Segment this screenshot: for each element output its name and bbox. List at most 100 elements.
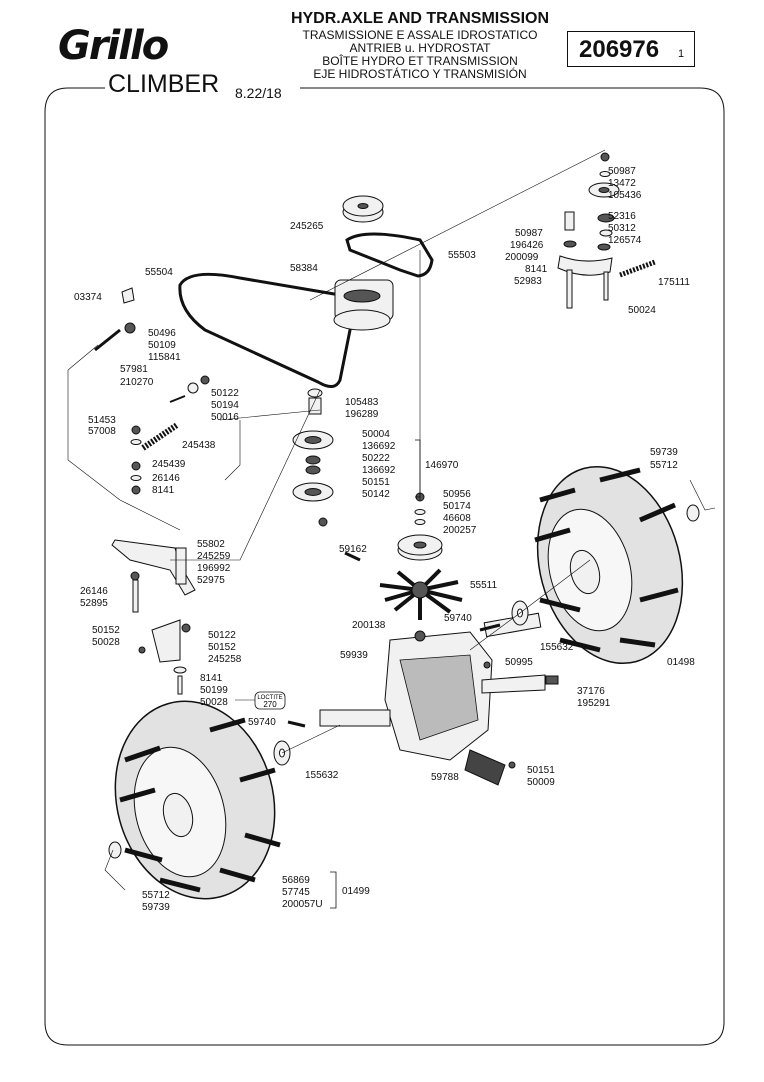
part-number-label: 59739	[142, 902, 170, 913]
revision-date: 8.22/18	[235, 85, 282, 101]
part-number-label: 200257	[443, 525, 477, 536]
part-number-label: 146970	[425, 460, 459, 471]
part-number-label: 59739	[650, 447, 678, 458]
part-number-label: 52895	[80, 598, 108, 609]
part-number-label: 59939	[340, 650, 368, 661]
part-number-label: 55511	[470, 580, 498, 591]
part-number-label: 57008	[88, 426, 116, 437]
part-number-label: 55503	[448, 250, 476, 261]
part-number-label: 50152	[92, 625, 120, 636]
part-number-label: 155632	[540, 642, 574, 653]
engine-pulley	[342, 195, 384, 223]
part-number-label: 46608	[443, 513, 471, 524]
part-number-label: 245438	[182, 440, 216, 451]
part-number-label: 26146	[152, 473, 180, 484]
transmission-housing	[319, 612, 559, 786]
tensioner-pulley-stack	[292, 388, 334, 527]
part-number-label: 52316	[608, 211, 636, 222]
part-number-label: 8141	[152, 485, 175, 496]
part-number-label: 245265	[290, 221, 324, 232]
diagram-title: HYDR.AXLE AND TRANSMISSION	[290, 10, 550, 27]
part-number-label: 155632	[305, 770, 339, 781]
part-number-label: 59740	[444, 613, 472, 624]
part-number-label: 50142	[362, 489, 390, 500]
part-number-label: 50174	[443, 501, 471, 512]
code-box	[567, 31, 695, 67]
part-number-label: 55712	[142, 890, 170, 901]
diagram-code: 206976	[579, 36, 660, 63]
part-number-label: 50312	[608, 223, 636, 234]
part-number-label: 50152	[208, 642, 236, 653]
part-number-label: 50151	[527, 765, 555, 776]
part-number-label: 51453	[88, 415, 116, 426]
part-number-label: 59740	[248, 717, 276, 728]
part-number-label: 56869	[282, 875, 310, 886]
subtitle-es: EJE HIDROSTÁTICO Y TRANSMISIÓN	[313, 67, 527, 81]
part-number-label: 126574	[608, 235, 642, 246]
part-number-label: 50024	[628, 305, 656, 316]
part-number-label: 50028	[92, 637, 120, 648]
part-number-label: 52983	[514, 276, 542, 287]
part-number-label: 50151	[362, 477, 390, 488]
part-number-label: 50496	[148, 328, 176, 339]
part-number-label: 50004	[362, 429, 390, 440]
part-number-labels: 5098713472105436523165031212657450987196…	[74, 166, 695, 913]
part-number-label: 50222	[362, 453, 390, 464]
brand-logo: Grillo	[58, 23, 169, 69]
part-number-label: 8141	[525, 264, 548, 275]
part-number-label: 200057U	[282, 899, 323, 910]
part-number-label: 136692	[362, 441, 396, 452]
model-name: CLIMBER	[108, 70, 220, 98]
part-number-label: 200138	[352, 620, 386, 631]
part-number-label: 196992	[197, 563, 231, 574]
part-number-label: 210270	[120, 377, 154, 388]
part-number-label: 03374	[74, 292, 102, 303]
part-number-label: 58384	[290, 263, 318, 274]
subtitle-it: TRASMISSIONE E ASSALE IDROSTATICO	[302, 28, 538, 42]
part-number-label: 50016	[211, 412, 239, 423]
part-number-label: 50987	[515, 228, 543, 239]
part-number-label: 200099	[505, 252, 539, 263]
part-number-label: 57745	[282, 887, 310, 898]
part-number-label: 59788	[431, 772, 459, 783]
part-number-label: 57981	[120, 364, 148, 375]
part-number-label: 115841	[148, 352, 181, 363]
part-number-label: 01498	[667, 657, 695, 668]
part-number-label: 37176	[577, 686, 605, 697]
part-number-label: 245259	[197, 551, 231, 562]
loctite-label: LOCTITE	[257, 695, 282, 701]
part-number-label: 245258	[208, 654, 242, 665]
left-wheel	[114, 700, 281, 900]
linkage-parts	[94, 287, 210, 695]
loctite-marker: LOCTITE 270	[235, 691, 286, 710]
part-number-label: 105483	[345, 397, 379, 408]
group-bracket-01499	[330, 871, 337, 909]
part-number-label: 01499	[342, 886, 370, 897]
part-number-label: 175111	[658, 277, 690, 288]
part-number-label: 50956	[443, 489, 471, 500]
part-number-label: 196426	[510, 240, 544, 251]
subtitle-fr: BOÎTE HYDRO ET TRANSMISSION	[322, 54, 518, 68]
part-number-label: 50194	[211, 400, 239, 411]
part-number-label: 50009	[527, 777, 555, 788]
part-number-label: 52975	[197, 575, 225, 586]
part-number-label: 26146	[80, 586, 108, 597]
part-number-label: 245439	[152, 459, 186, 470]
part-number-label: 13472	[608, 178, 636, 189]
drawing-frame	[44, 87, 725, 1046]
part-number-label: 195291	[577, 698, 611, 709]
fan-belt	[178, 272, 353, 388]
part-number-label: 55712	[650, 460, 678, 471]
part-number-label: 50028	[200, 697, 228, 708]
part-number-label: 50987	[608, 166, 636, 177]
part-number-label: 50122	[208, 630, 236, 641]
part-number-label: 55504	[145, 267, 173, 278]
electric-clutch	[333, 279, 394, 331]
part-number-label: 8141	[200, 673, 223, 684]
idler-arm-assembly	[557, 152, 656, 309]
part-number-label: 196289	[345, 409, 379, 420]
part-number-label: 55802	[197, 539, 225, 550]
part-number-label: 59162	[339, 544, 367, 555]
subtitle-de: ANTRIEB u. HYDROSTAT	[349, 41, 491, 55]
